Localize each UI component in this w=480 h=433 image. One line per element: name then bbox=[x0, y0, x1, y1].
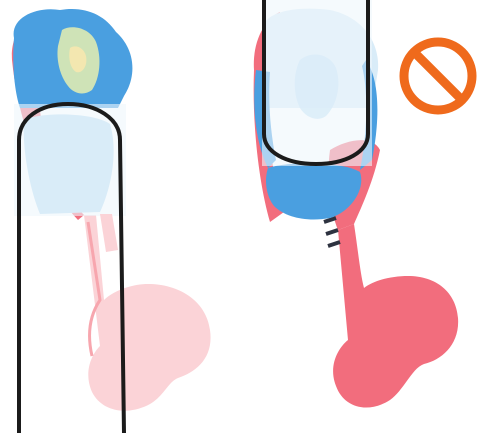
left-tray-edge-faded bbox=[100, 214, 118, 252]
right-tray-handle bbox=[333, 224, 458, 408]
right-panel bbox=[254, 0, 472, 408]
left-tray-handle bbox=[84, 215, 211, 411]
left-dental-impression bbox=[13, 9, 132, 108]
prohibition-icon bbox=[404, 42, 472, 110]
left-panel bbox=[12, 9, 211, 433]
left-impression-lower bbox=[24, 114, 114, 214]
